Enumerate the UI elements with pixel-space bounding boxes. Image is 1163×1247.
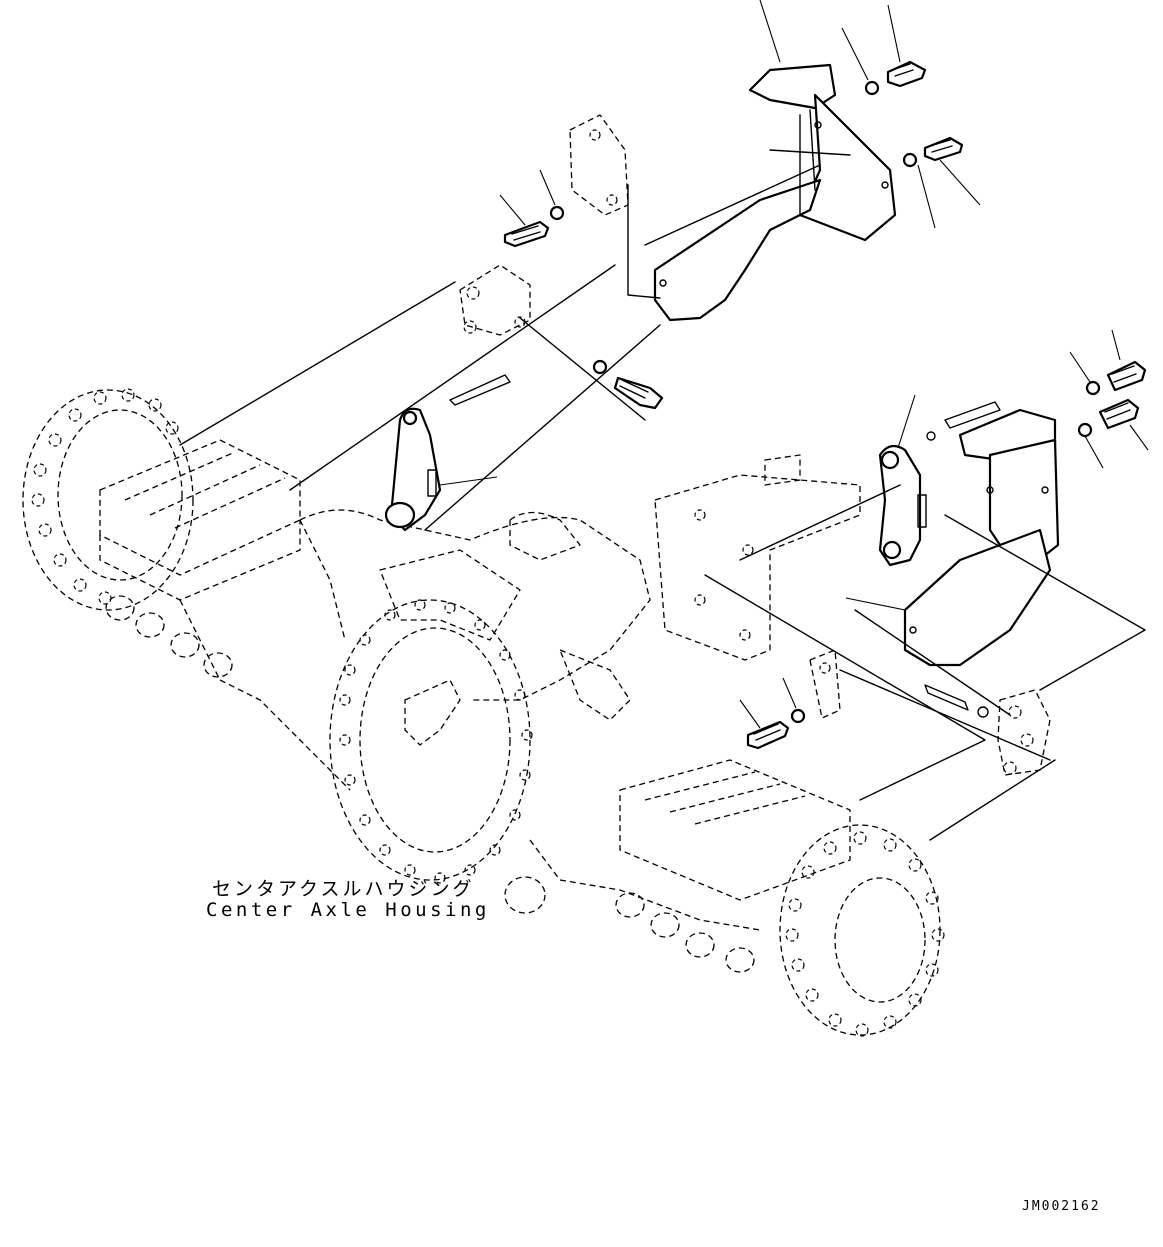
washer-icon bbox=[864, 80, 880, 96]
bolt-icon bbox=[449, 374, 511, 406]
washer-icon bbox=[592, 359, 608, 375]
bolt-icon bbox=[613, 376, 664, 410]
washer-icon bbox=[926, 431, 936, 441]
washer-icon bbox=[977, 706, 989, 718]
center-axle-housing bbox=[22, 388, 945, 1037]
housing-label-japanese: センタアクスルハウジング bbox=[212, 878, 475, 900]
washer-icon bbox=[1085, 380, 1101, 396]
right-bracket bbox=[903, 408, 1060, 667]
bolt-icon bbox=[924, 684, 969, 711]
washer-icon bbox=[1077, 422, 1093, 438]
washer-icon bbox=[549, 205, 565, 221]
bolt-icon bbox=[1098, 398, 1140, 430]
bolt-icon bbox=[746, 720, 790, 750]
housing-label-english: Center Axle Housing bbox=[206, 899, 490, 921]
drawing-number: JM002162 bbox=[1022, 1199, 1101, 1214]
link-plate-right bbox=[878, 444, 927, 567]
bolt-icon bbox=[503, 220, 550, 248]
washer-icon bbox=[790, 708, 806, 724]
bolt-icon bbox=[886, 60, 927, 88]
leader-lines bbox=[439, 0, 1149, 729]
washer-icon bbox=[902, 152, 918, 168]
bolt-icon bbox=[944, 401, 1001, 429]
bolt-icon bbox=[923, 136, 964, 162]
upper-bracket bbox=[653, 63, 897, 322]
bolts bbox=[449, 60, 1147, 750]
bolt-icon bbox=[1106, 360, 1147, 392]
assembly-lines bbox=[179, 149, 1146, 841]
link-plate-left bbox=[384, 407, 442, 532]
